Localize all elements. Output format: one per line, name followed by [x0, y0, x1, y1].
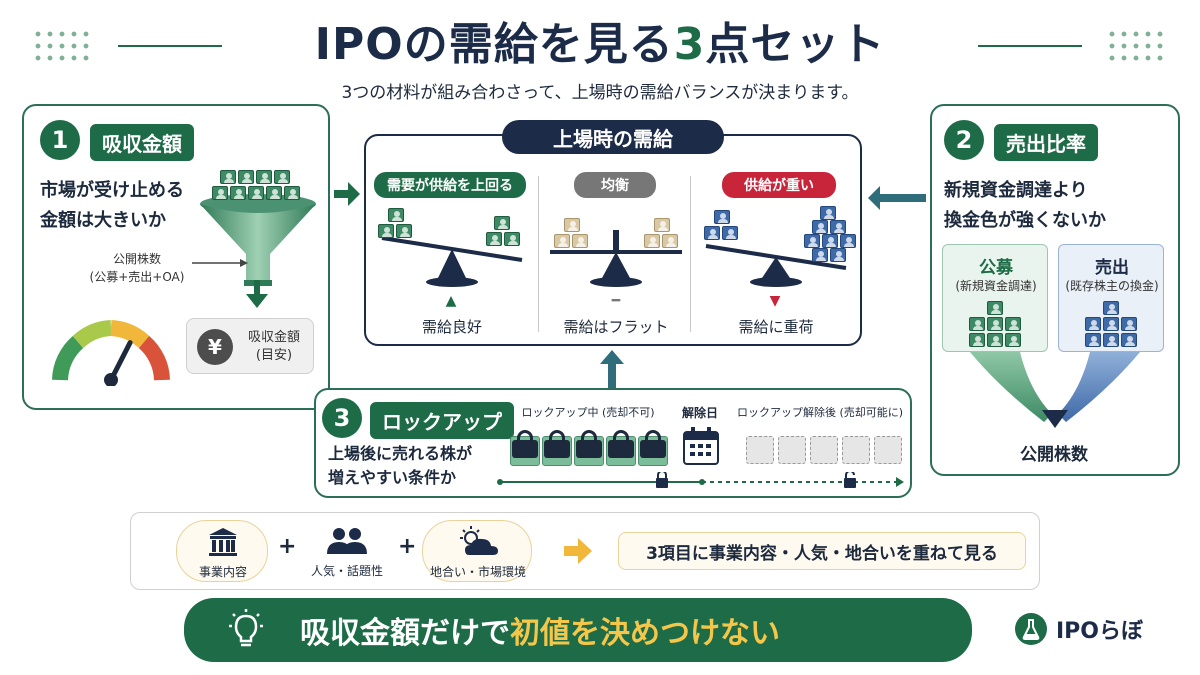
factor-business: 事業内容: [176, 520, 268, 582]
public-offering-sub: (新規資金調達): [955, 279, 1037, 293]
demand-cubes: [376, 206, 528, 246]
state-label-balanced: 均衡: [574, 172, 656, 198]
secondary-ratio-description: 新規資金調達より換金色が強くないか: [944, 180, 1106, 231]
locked-period-label: ロックアップ中 (売却不可): [521, 406, 655, 419]
factor-business-label: 事業内容: [198, 565, 247, 579]
page-subtitle: 3つの材料が組み合わさって、上場時の需給バランスが決まります。: [341, 83, 859, 103]
arrow-left-icon: [868, 186, 926, 210]
state-label-supply-heavy: 供給が重い: [722, 172, 836, 198]
key-message-banner: 吸収金額だけで初値を決めつけない: [184, 598, 972, 662]
divider-2: [690, 176, 691, 332]
release-date-label: 解除日: [681, 406, 718, 420]
public-shares-result: 公開株数: [1020, 445, 1088, 465]
arrow-right-gold-icon: [564, 538, 592, 564]
factor-market-label: 地合い・市場環境: [429, 565, 526, 579]
panel-supply-demand: [364, 134, 862, 346]
weather-icon: [460, 526, 498, 555]
building-icon: [209, 528, 237, 556]
step-number-1: 1: [40, 120, 80, 160]
divider-1: [538, 176, 539, 332]
flask-logo-icon: [1015, 613, 1047, 645]
factor-popularity: 人気・話題性: [304, 520, 390, 582]
title-rule-right: [978, 45, 1082, 47]
secondary-offering-title: 売出: [1095, 258, 1129, 278]
plus-sign-2: +: [398, 534, 417, 559]
state-caption-burden: 需給に重荷: [738, 318, 814, 336]
brand-logo: IPOらぼ: [1014, 612, 1143, 646]
absorption-description: 市場が受け止める金額は大きいか: [40, 180, 184, 231]
calendar-icon: [683, 427, 719, 465]
public-shares-note: 公開株数(公募+売出+OA): [89, 252, 185, 284]
public-offering-title: 公募: [979, 258, 1013, 278]
merge-flow-icon: [970, 352, 1140, 428]
scale-balanced-icon: [550, 230, 682, 287]
absorption-result-box: ¥ 吸収金額(目安): [186, 318, 314, 374]
gauge-icon: [52, 320, 170, 386]
decorative-dots-left: [32, 28, 94, 64]
funnel-cubes: [206, 166, 316, 206]
indicator-flat-icon: ━: [611, 293, 621, 309]
indicator-up-icon: ▲: [445, 293, 457, 309]
lightbulb-icon: [229, 609, 263, 647]
locked-shares-row: [508, 426, 668, 470]
people-icon: [327, 528, 367, 554]
scale-tilted-left-icon: [381, 236, 523, 287]
tag-lockup: ロックアップ: [370, 402, 514, 439]
factor-popularity-label: 人気・話題性: [310, 564, 383, 578]
plus-sign-1: +: [278, 534, 297, 559]
arrow-up-icon: [600, 350, 624, 390]
decorative-dots-right: [1106, 28, 1168, 64]
absorption-result-label: 吸収金額(目安): [247, 330, 300, 363]
state-caption-good: 需給良好: [421, 318, 482, 336]
state-label-demand-over: 需要が供給を上回る: [374, 172, 526, 198]
supply-demand-title: 上場時の需給: [502, 120, 724, 154]
arrow-down-icon: [246, 280, 268, 308]
public-offering-box: 公募 (新規資金調達): [942, 244, 1048, 352]
note-arrow-icon: [192, 259, 248, 267]
factors-message: 3項目に事業内容・人気・地合いを重ねて見る: [618, 532, 1026, 570]
scale-tilted-right-icon: [705, 244, 847, 287]
step-number-3: 3: [322, 398, 362, 438]
supply-cubes: [700, 206, 856, 268]
unlocked-period-label: ロックアップ解除後 (売却可能に): [736, 406, 904, 419]
secondary-offering-sub: (既存株主の換金): [1065, 279, 1159, 293]
arrow-right-icon: [334, 182, 360, 206]
secondary-offering-box: 売出 (既存株主の換金): [1058, 244, 1164, 352]
banner-text-highlight: 初値を決めつけない: [510, 616, 780, 651]
title-rule-left: [118, 45, 222, 47]
page-title: IPOの需給を見る3点セット: [314, 19, 886, 70]
state-caption-flat: 需給はフラット: [563, 318, 669, 336]
tag-absorption-amount: 吸収金額: [90, 124, 194, 161]
brand-name: IPOらぼ: [1056, 619, 1144, 644]
banner-text-lead: 吸収金額だけで: [300, 616, 510, 651]
unlocked-shares-row: [742, 432, 902, 468]
yen-icon: ¥: [197, 329, 233, 365]
tag-secondary-ratio: 売出比率: [994, 124, 1098, 161]
step-number-2: 2: [944, 120, 984, 160]
balanced-cubes: [544, 218, 688, 252]
indicator-down-icon: ▼: [769, 293, 781, 309]
factor-market: 地合い・市場環境: [422, 520, 532, 582]
lockup-description: 上場後に売れる株が増えやすい条件か: [328, 444, 473, 487]
lockup-timeline: [497, 472, 904, 488]
